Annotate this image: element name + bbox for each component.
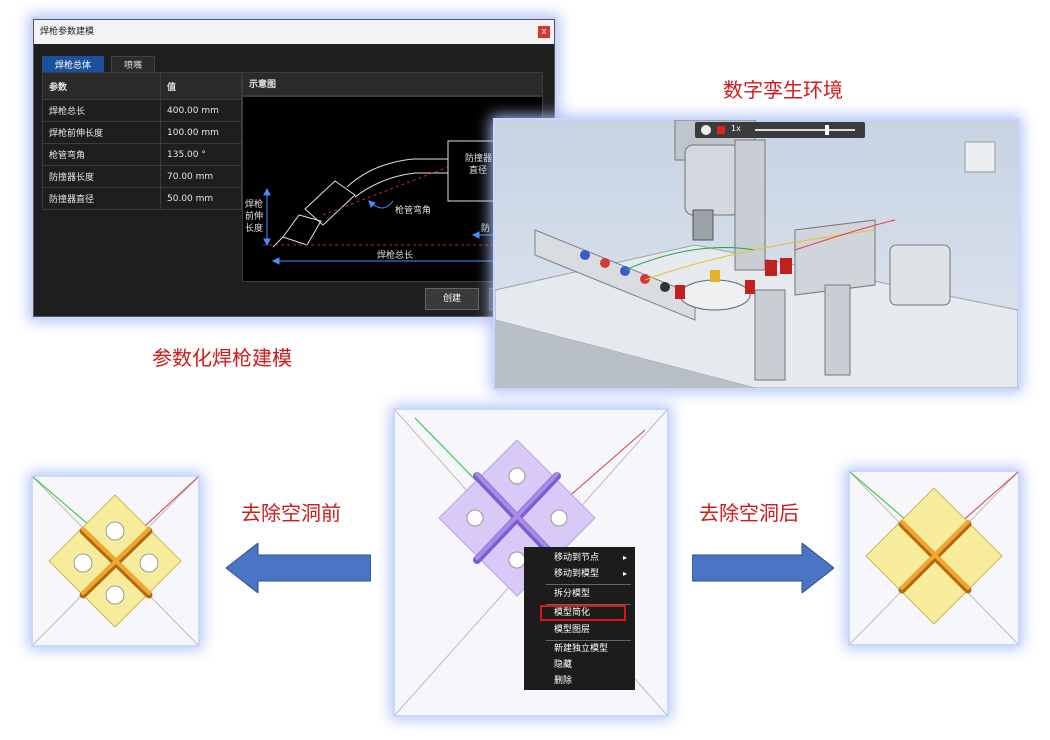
- param-value[interactable]: 50.00 mm: [160, 187, 242, 210]
- diagram-label-total-length: 焊枪总长: [377, 249, 413, 261]
- dialog-title: 焊枪参数建模: [40, 27, 95, 37]
- playback-toolbar: 1x: [695, 122, 865, 138]
- menu-item-simplify-model[interactable]: 模型简化: [554, 608, 591, 618]
- diagram-label-ext-3: 长度: [245, 222, 263, 234]
- menu-item-new-standalone-model[interactable]: 新建独立模型: [554, 644, 609, 654]
- torch-param-dialog: 焊枪参数建模 x 焊枪总体 喷嘴 参数 值 焊枪总长 400.00 mm 焊枪前…: [33, 19, 555, 317]
- caption-param-modeling: 参数化焊枪建模: [152, 346, 292, 370]
- param-name: 焊枪前伸长度: [42, 121, 161, 144]
- caption-before: 去除空洞前: [241, 501, 341, 525]
- param-value[interactable]: 400.00 mm: [160, 99, 242, 122]
- highlight-box: [540, 605, 626, 621]
- param-name: 焊枪总长: [42, 99, 161, 122]
- speed-label[interactable]: 1x: [731, 124, 741, 133]
- param-value[interactable]: 100.00 mm: [160, 121, 242, 144]
- diagram-label-ext-2: 前伸: [245, 210, 263, 222]
- submenu-arrow-icon: ▸: [622, 569, 627, 578]
- col-header-value: 值: [160, 72, 242, 100]
- submenu-arrow-icon: ▸: [622, 553, 627, 562]
- after-model-svg: [850, 472, 1018, 644]
- diagram-label-bend-angle: 枪管弯角: [395, 204, 431, 216]
- tab-bar: 焊枪总体 喷嘴: [42, 53, 157, 76]
- context-menu: 移动到节点 ▸ 移动到模型 ▸ 拆分模型 模型简化 模型图层 新建独立模型 隐藏…: [524, 547, 635, 690]
- param-name: 防撞器长度: [42, 165, 161, 188]
- param-table: 参数 值 焊枪总长 400.00 mm 焊枪前伸长度 100.00 mm 枪管弯…: [42, 72, 242, 210]
- param-name: 防撞器直径: [42, 187, 161, 210]
- menu-item-label: 移动到模型: [554, 569, 600, 579]
- caption-after: 去除空洞后: [699, 501, 799, 525]
- create-button[interactable]: 创建: [425, 288, 479, 310]
- menu-item-delete[interactable]: 删除: [554, 676, 573, 686]
- menu-separator: [546, 640, 631, 641]
- menu-item-move-to-node[interactable]: 移动到节点: [554, 551, 599, 565]
- menu-separator: [546, 584, 631, 585]
- close-icon[interactable]: x: [538, 26, 550, 38]
- torch-schematic: 防撞器 直径 焊枪 前伸 长度 枪管弯角 焊枪总长 防 撞: [242, 96, 543, 282]
- param-value[interactable]: 70.00 mm: [160, 165, 242, 188]
- table-row: 枪管弯角 135.00 °: [42, 143, 242, 166]
- timeline-slider[interactable]: [755, 129, 855, 131]
- menu-separator: [546, 604, 631, 605]
- diagram-label-collision-dia: 防撞器: [465, 152, 492, 164]
- param-value[interactable]: 135.00 °: [160, 143, 242, 166]
- diagram-label-collision-dia-2: 直径: [469, 164, 487, 176]
- pause-icon[interactable]: [701, 125, 711, 135]
- slider-handle[interactable]: [825, 125, 829, 135]
- tab-nozzle[interactable]: 喷嘴: [111, 56, 156, 76]
- menu-item-label: 移动到节点: [554, 553, 600, 563]
- arrow-left-icon: [226, 543, 371, 593]
- menu-item-move-to-model[interactable]: 移动到模型: [554, 567, 599, 581]
- menu-item-model-layer[interactable]: 模型图层: [554, 625, 591, 635]
- workcell-scene: [495, 120, 1018, 388]
- after-model-panel: [850, 472, 1018, 644]
- table-row: 防撞器长度 70.00 mm: [42, 165, 242, 188]
- dialog-titlebar: 焊枪参数建模 x: [34, 20, 554, 44]
- table-row: 焊枪前伸长度 100.00 mm: [42, 121, 242, 144]
- col-header-param: 参数: [42, 72, 161, 100]
- table-row: 焊枪总长 400.00 mm: [42, 99, 242, 122]
- menu-item-split-model[interactable]: 拆分模型: [554, 589, 591, 599]
- before-model-svg: [33, 477, 198, 645]
- digital-twin-viewport[interactable]: 1x: [495, 120, 1018, 388]
- menu-item-hide[interactable]: 隐藏: [554, 660, 573, 670]
- caption-digital-twin: 数字孪生环境: [723, 78, 843, 102]
- table-row: 防撞器直径 50.00 mm: [42, 187, 242, 210]
- arrow-right-icon: [692, 543, 834, 593]
- before-model-panel: [33, 477, 198, 645]
- record-icon[interactable]: [717, 126, 725, 134]
- diagram-label-ext-1: 焊枪: [245, 198, 263, 210]
- param-name: 枪管弯角: [42, 143, 161, 166]
- col-header-diagram: 示意图: [242, 72, 543, 96]
